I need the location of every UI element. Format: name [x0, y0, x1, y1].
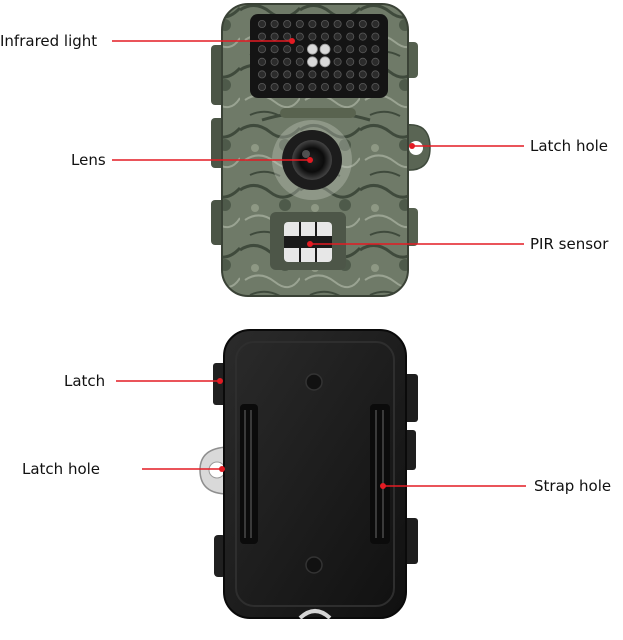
- infrared-led: [333, 32, 342, 41]
- infrared-led: [371, 83, 380, 92]
- infrared-led: [295, 70, 304, 79]
- camera-front: [211, 3, 431, 297]
- infrared-led: [270, 32, 279, 41]
- infrared-led: [295, 83, 304, 92]
- infrared-led: [346, 19, 355, 28]
- light-sensor-dot: [319, 43, 331, 55]
- infrared-led: [257, 83, 266, 92]
- callout-lines: [112, 38, 526, 489]
- light-sensor-dot: [306, 56, 318, 68]
- infrared-led: [270, 57, 279, 66]
- infrared-led: [283, 32, 292, 41]
- callout-dot-strap-hole: [380, 483, 386, 489]
- infrared-led: [308, 83, 317, 92]
- infrared-led: [283, 57, 292, 66]
- infrared-led: [346, 32, 355, 41]
- infrared-panel: [250, 14, 388, 98]
- infrared-led: [320, 19, 329, 28]
- infrared-led: [346, 45, 355, 54]
- callout-dot-latch-hole-front: [409, 143, 415, 149]
- infrared-led: [333, 57, 342, 66]
- callout-dot-latch-hole-back: [219, 466, 225, 472]
- lens-bezel-top: [280, 108, 356, 118]
- label-lens: Lens: [71, 151, 106, 169]
- infrared-led: [257, 45, 266, 54]
- infrared-led: [308, 32, 317, 41]
- infrared-led: [333, 83, 342, 92]
- infrared-led: [295, 32, 304, 41]
- infrared-led: [283, 19, 292, 28]
- infrared-led: [308, 19, 317, 28]
- infrared-led: [320, 70, 329, 79]
- infrared-led: [257, 57, 266, 66]
- infrared-led: [371, 70, 380, 79]
- infrared-led: [358, 19, 367, 28]
- infrared-led: [333, 45, 342, 54]
- callout-dot-infrared: [289, 38, 295, 44]
- callout-dot-latch: [217, 378, 223, 384]
- label-strap-hole: Strap hole: [534, 477, 612, 495]
- infrared-led: [358, 70, 367, 79]
- infrared-led: [295, 45, 304, 54]
- infrared-led: [257, 70, 266, 79]
- infrared-led: [295, 57, 304, 66]
- camera-back: [199, 329, 418, 620]
- infrared-led: [346, 83, 355, 92]
- infrared-led: [358, 32, 367, 41]
- back-body: [223, 329, 407, 619]
- infrared-led: [257, 19, 266, 28]
- infrared-led: [346, 70, 355, 79]
- infrared-led: [371, 57, 380, 66]
- label-infrared-light: Infrared light: [0, 32, 98, 50]
- infrared-led: [270, 70, 279, 79]
- strap-slot-left: [240, 404, 258, 544]
- label-latch: Latch: [64, 372, 106, 390]
- infrared-led: [283, 45, 292, 54]
- infrared-led: [270, 45, 279, 54]
- infrared-led: [270, 83, 279, 92]
- infrared-led: [270, 19, 279, 28]
- infrared-led: [333, 70, 342, 79]
- label-latch-hole-front: Latch hole: [530, 137, 609, 155]
- infrared-leds: [257, 19, 380, 92]
- strap-slot-right: [370, 404, 390, 544]
- infrared-led: [371, 19, 380, 28]
- infrared-led: [346, 57, 355, 66]
- infrared-led: [308, 70, 317, 79]
- infrared-led: [358, 83, 367, 92]
- infrared-led: [257, 32, 266, 41]
- infrared-led: [283, 83, 292, 92]
- infrared-led: [371, 45, 380, 54]
- infrared-led: [283, 70, 292, 79]
- infrared-led: [320, 83, 329, 92]
- infrared-led: [371, 32, 380, 41]
- infrared-led: [320, 32, 329, 41]
- light-sensor-dot: [306, 43, 318, 55]
- callout-dot-pir: [307, 241, 313, 247]
- light-sensor-dot: [319, 56, 331, 68]
- infrared-led: [295, 19, 304, 28]
- label-pir-sensor: PIR sensor: [530, 235, 609, 253]
- infrared-led: [333, 19, 342, 28]
- label-latch-hole-back: Latch hole: [22, 460, 101, 478]
- infrared-led: [358, 57, 367, 66]
- callout-dot-lens: [307, 157, 313, 163]
- infrared-led: [358, 45, 367, 54]
